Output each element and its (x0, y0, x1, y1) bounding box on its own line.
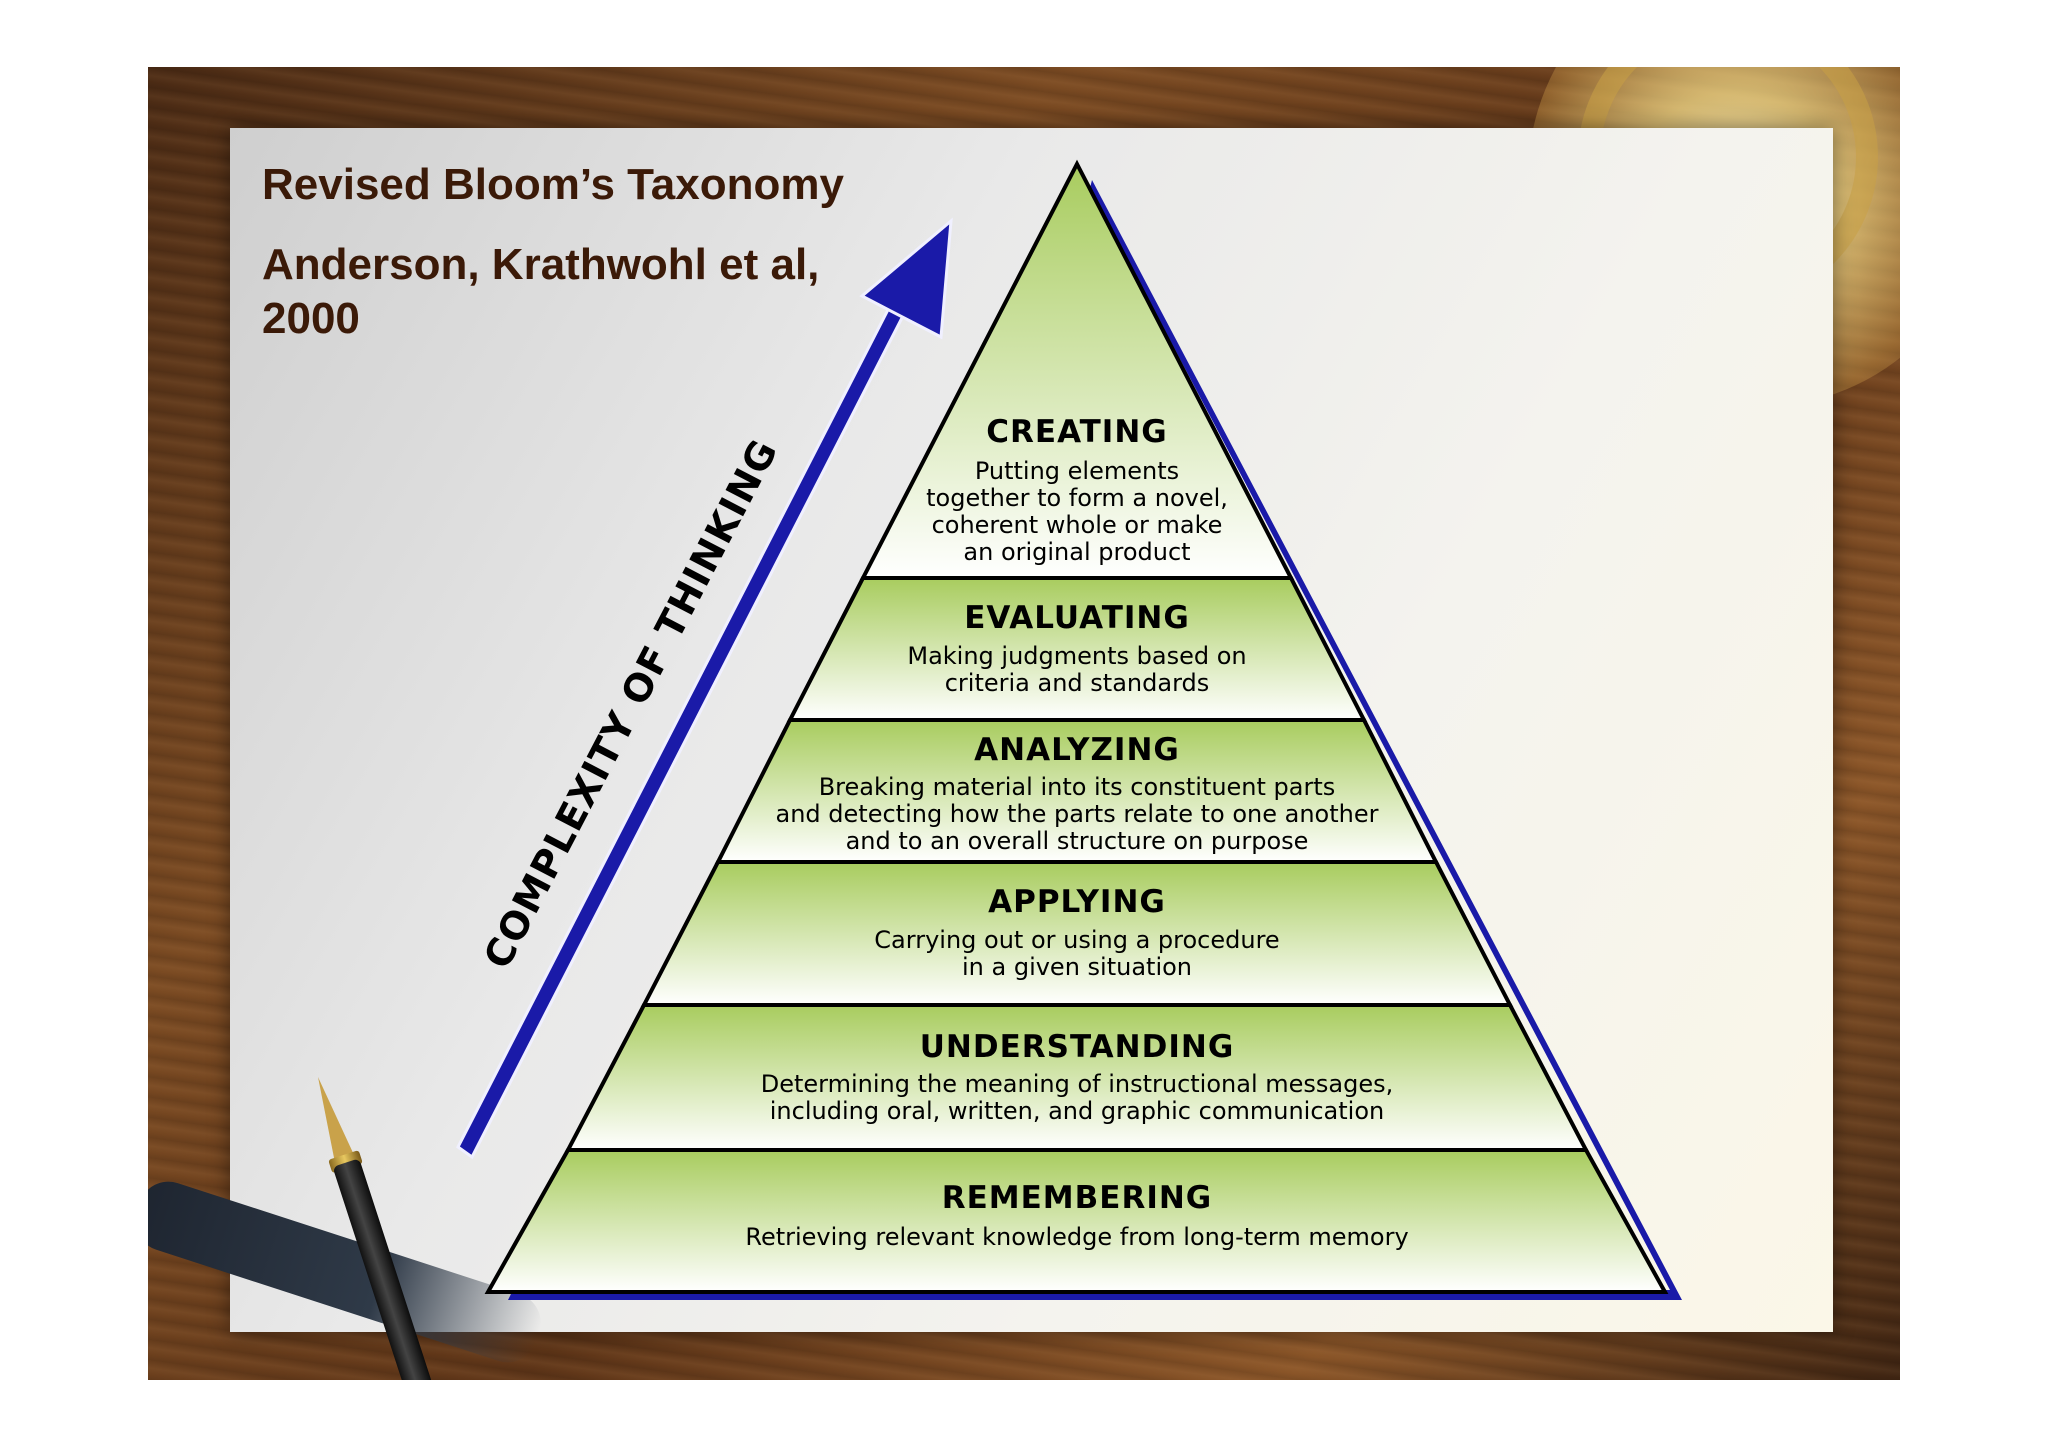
level-desc-line: an original product (963, 538, 1190, 566)
level-desc-line: Making judgments based on (907, 642, 1246, 670)
level-applying: APPLYING Carrying out or using a procedu… (874, 884, 1279, 981)
level-desc-line: and to an overall structure on purpose (846, 827, 1309, 855)
level-title: APPLYING (988, 884, 1166, 920)
level-desc-line: coherent whole or make (932, 511, 1223, 539)
level-remembering: REMEMBERING Retrieving relevant knowledg… (745, 1180, 1408, 1251)
level-desc-line: Determining the meaning of instructional… (761, 1070, 1393, 1098)
level-desc-line: Breaking material into its constituent p… (819, 773, 1336, 801)
slide-title: Revised Bloom’s Taxonomy (262, 160, 844, 209)
level-desc-line: criteria and standards (945, 669, 1210, 697)
level-desc-line: including oral, written, and graphic com… (770, 1097, 1384, 1125)
level-desc-line: Carrying out or using a procedure (874, 926, 1279, 954)
level-desc-line: Retrieving relevant knowledge from long-… (745, 1223, 1408, 1251)
level-desc-line: together to form a novel, (926, 484, 1228, 512)
level-title: REMEMBERING (942, 1180, 1213, 1216)
level-desc-line: Putting elements (975, 457, 1179, 485)
title-block: Revised Bloom’s Taxonomy Anderson, Krath… (262, 158, 902, 346)
pyramid-levels (484, 159, 1669, 1294)
level-creating: CREATING Putting elements together to fo… (926, 414, 1228, 566)
level-title: ANALYZING (974, 732, 1180, 768)
level-title: EVALUATING (964, 600, 1190, 636)
slide-citation: Anderson, Krathwohl et al, 2000 (262, 240, 820, 343)
level-desc-line: and detecting how the parts relate to on… (776, 800, 1379, 828)
level-title: CREATING (986, 414, 1167, 450)
level-analyzing: ANALYZING Breaking material into its con… (776, 732, 1379, 855)
arrow-head (859, 217, 953, 340)
level-evaluating: EVALUATING Making judgments based on cri… (907, 600, 1246, 697)
level-desc-line: in a given situation (962, 953, 1192, 981)
level-understanding: UNDERSTANDING Determining the meaning of… (761, 1029, 1393, 1125)
level-band-remembering (484, 1148, 1669, 1294)
level-title: UNDERSTANDING (920, 1029, 1235, 1065)
